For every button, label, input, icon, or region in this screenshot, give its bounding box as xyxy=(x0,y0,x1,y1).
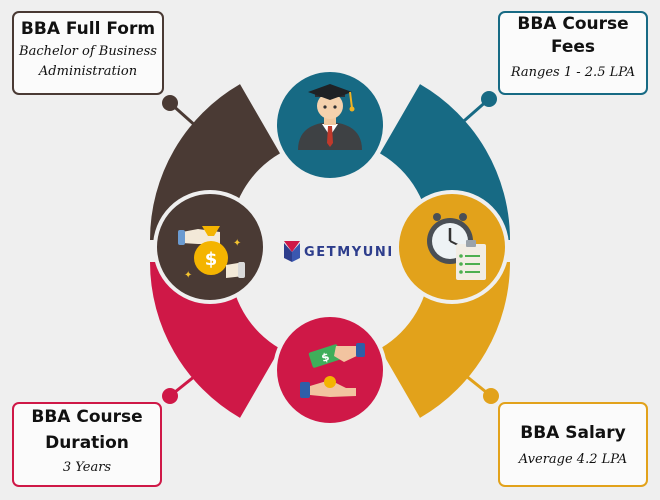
brand-logo: GETMYUNI xyxy=(280,238,394,266)
node-circle-bottom xyxy=(273,313,387,427)
course-fees-title-line-1: BBA Course xyxy=(517,14,629,34)
connector-bottom-right xyxy=(439,353,499,404)
svg-text:$: $ xyxy=(205,249,218,270)
ring-segment-gold xyxy=(380,262,510,418)
brand-logo-icon xyxy=(284,241,300,262)
svg-text:$: $ xyxy=(320,350,331,365)
course-fees-value: Ranges 1 - 2.5 LPA xyxy=(510,65,636,80)
brand-name: GETMYUNI xyxy=(304,244,394,260)
salary-title: BBA Salary xyxy=(520,423,626,443)
full-form-title: BBA Full Form xyxy=(20,19,156,39)
connector-bottom-left xyxy=(162,350,226,404)
graduate-icon xyxy=(298,84,362,150)
connector-top-left xyxy=(162,95,226,154)
clock-checklist-icon xyxy=(427,213,486,280)
money-bag-icon: $ ✦ ✦ xyxy=(178,226,245,281)
full-form-line-2: Administration xyxy=(38,64,138,79)
svg-text:✦: ✦ xyxy=(233,238,241,249)
salary-box: BBA Salary Average 4.2 LPA xyxy=(498,402,648,487)
course-duration-value: 3 Years xyxy=(62,460,112,475)
full-form-box: BBA Full Form Bachelor of Business Admin… xyxy=(12,11,164,95)
course-duration-title-line-1: BBA Course xyxy=(31,407,143,427)
course-fees-box: BBA Course Fees Ranges 1 - 2.5 LPA xyxy=(498,11,648,95)
hand-money-icon: $ xyxy=(300,343,365,398)
course-duration-title-line-2: Duration xyxy=(45,433,129,453)
course-fees-title-line-2: Fees xyxy=(550,37,596,57)
svg-text:✦: ✦ xyxy=(184,270,192,281)
connector-top-right xyxy=(439,91,497,144)
course-duration-box: BBA Course Duration 3 Years xyxy=(12,402,162,487)
full-form-line-1: Bachelor of Business xyxy=(19,44,157,59)
ring-segment-crimson xyxy=(150,262,280,418)
salary-value: Average 4.2 LPA xyxy=(518,452,628,467)
